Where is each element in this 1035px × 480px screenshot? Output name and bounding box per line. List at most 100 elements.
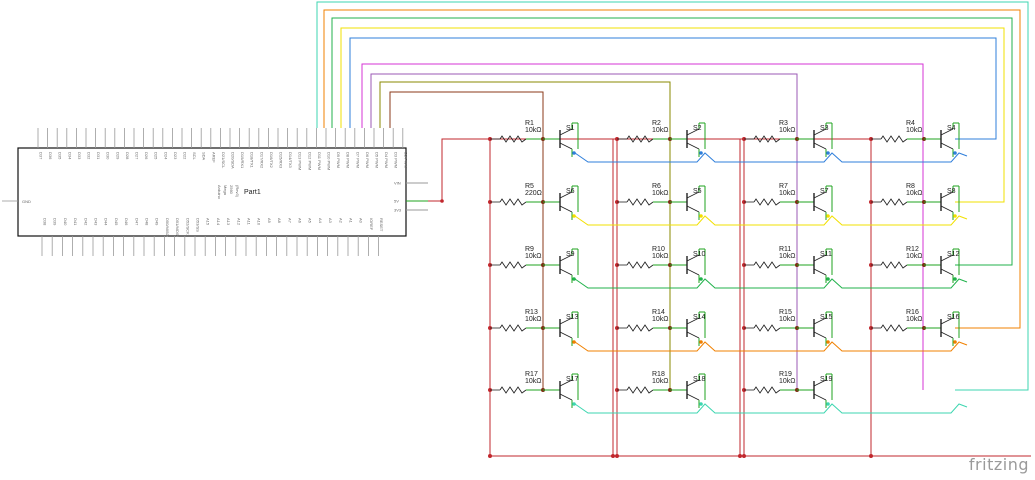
row-sense-wire <box>331 17 1013 266</box>
switch-name: S14 <box>693 314 706 321</box>
switch-emitter <box>686 205 700 213</box>
resistor-symbol <box>499 324 527 332</box>
right-pin-label: VIN <box>394 181 401 186</box>
switch-emitter <box>813 205 827 213</box>
resistor-value: 10kΩ <box>779 316 796 323</box>
right-pin-label: 5V <box>394 199 399 204</box>
resistor-symbol <box>753 261 781 269</box>
bottom-pin-label: A0 <box>359 218 364 224</box>
switch-name: S4 <box>947 125 956 132</box>
bottom-pin-label: A13 <box>226 218 231 226</box>
row-junction <box>699 402 703 406</box>
board-title-line: Mega <box>223 185 228 196</box>
row-junction <box>826 277 830 281</box>
top-pin-label: SDA <box>202 152 207 161</box>
row-junction <box>572 340 576 344</box>
switch-name: S8 <box>947 188 956 195</box>
board-title-line: 2560 <box>229 185 234 195</box>
resistor-value: 10kΩ <box>652 190 669 197</box>
switch-name: S6 <box>566 188 575 195</box>
resistor-name: R14 <box>652 309 665 316</box>
resistor-value: 10kΩ <box>779 127 796 134</box>
gnd-pin-label: GND <box>22 199 31 204</box>
top-pin-label: D9 PWM <box>336 152 341 168</box>
right-pin-label: 3V3 <box>394 208 402 213</box>
switch-emitter <box>940 205 954 213</box>
row-junction <box>572 151 576 155</box>
bottom-pin-label: A6 <box>298 218 303 224</box>
bottom-pin-label: A7 <box>287 218 292 224</box>
switch-emitter <box>686 393 700 401</box>
resistor-symbol <box>626 386 654 394</box>
switch-collector <box>559 191 573 199</box>
bottom-pin-label: A2 <box>338 218 343 224</box>
top-pin-label: D23 <box>173 152 178 160</box>
resistor-value: 10kΩ <box>906 190 923 197</box>
row-junction <box>699 151 703 155</box>
row-junction <box>953 277 957 281</box>
row-junction <box>953 151 957 155</box>
switch-name: S18 <box>693 376 706 383</box>
board-outline <box>17 147 407 237</box>
resistor-name: R4 <box>906 120 915 127</box>
row-junction <box>826 340 830 344</box>
top-pin-label: D28 <box>125 152 130 160</box>
row-collector-zigzag <box>574 403 968 414</box>
row-junction <box>572 402 576 406</box>
resistor-name: R13 <box>525 309 538 316</box>
row-sense-wire <box>349 37 997 140</box>
column-drive-wire <box>379 81 671 139</box>
top-pin-label: D31 <box>96 152 101 160</box>
column-drive-wire <box>389 91 544 139</box>
top-pin-label: D5 PWM <box>375 152 380 168</box>
power-wire <box>428 138 490 202</box>
bottom-pin-label: A15 <box>206 218 211 226</box>
bottom-pin-label: D50/MISO <box>165 218 170 237</box>
row-junction <box>826 402 830 406</box>
bottom-pin-label: D45 <box>114 218 119 226</box>
switch-emitter <box>686 331 700 339</box>
resistor-name: R6 <box>652 183 661 190</box>
switch-name: S2 <box>693 125 702 132</box>
top-pin-label: D14/TX3 <box>288 152 293 169</box>
switch-emitter <box>813 331 827 339</box>
row-junction <box>572 277 576 281</box>
bottom-pin-label: RESET <box>379 218 384 232</box>
top-pin-label: D35 <box>58 152 63 160</box>
resistor-symbol <box>753 198 781 206</box>
bottom-pin-label: A5 <box>308 218 313 224</box>
switch-name: S3 <box>820 125 829 132</box>
switch-emitter <box>813 142 827 150</box>
bottom-pin-label: D47 <box>134 218 139 226</box>
resistor-value: 10kΩ <box>652 127 669 134</box>
top-pin-label: AREF <box>211 152 216 163</box>
row-sense-wire <box>316 1 1029 391</box>
switch-emitter <box>940 142 954 150</box>
board-title-line: (Rev3) <box>235 185 240 198</box>
switch-name: S19 <box>820 376 833 383</box>
wires-overlay <box>440 199 873 458</box>
bottom-pin-label: D40 <box>63 218 68 226</box>
bottom-pin-label: D41 <box>73 218 78 226</box>
part-label: Part1 <box>244 189 261 196</box>
switch-name: S11 <box>820 251 832 258</box>
row-sense-wire <box>340 27 1005 203</box>
bottom-pin-label: A11 <box>247 218 252 226</box>
resistor-symbol <box>753 135 781 143</box>
column-drive-wire <box>370 73 798 139</box>
resistor-name: R15 <box>779 309 792 316</box>
ground-junction <box>869 454 873 458</box>
resistor-name: R2 <box>652 120 661 127</box>
switch-collector <box>686 254 700 262</box>
switch-name: S17 <box>566 376 579 383</box>
resistor-value: 10kΩ <box>525 316 542 323</box>
switch-collector <box>559 128 573 136</box>
